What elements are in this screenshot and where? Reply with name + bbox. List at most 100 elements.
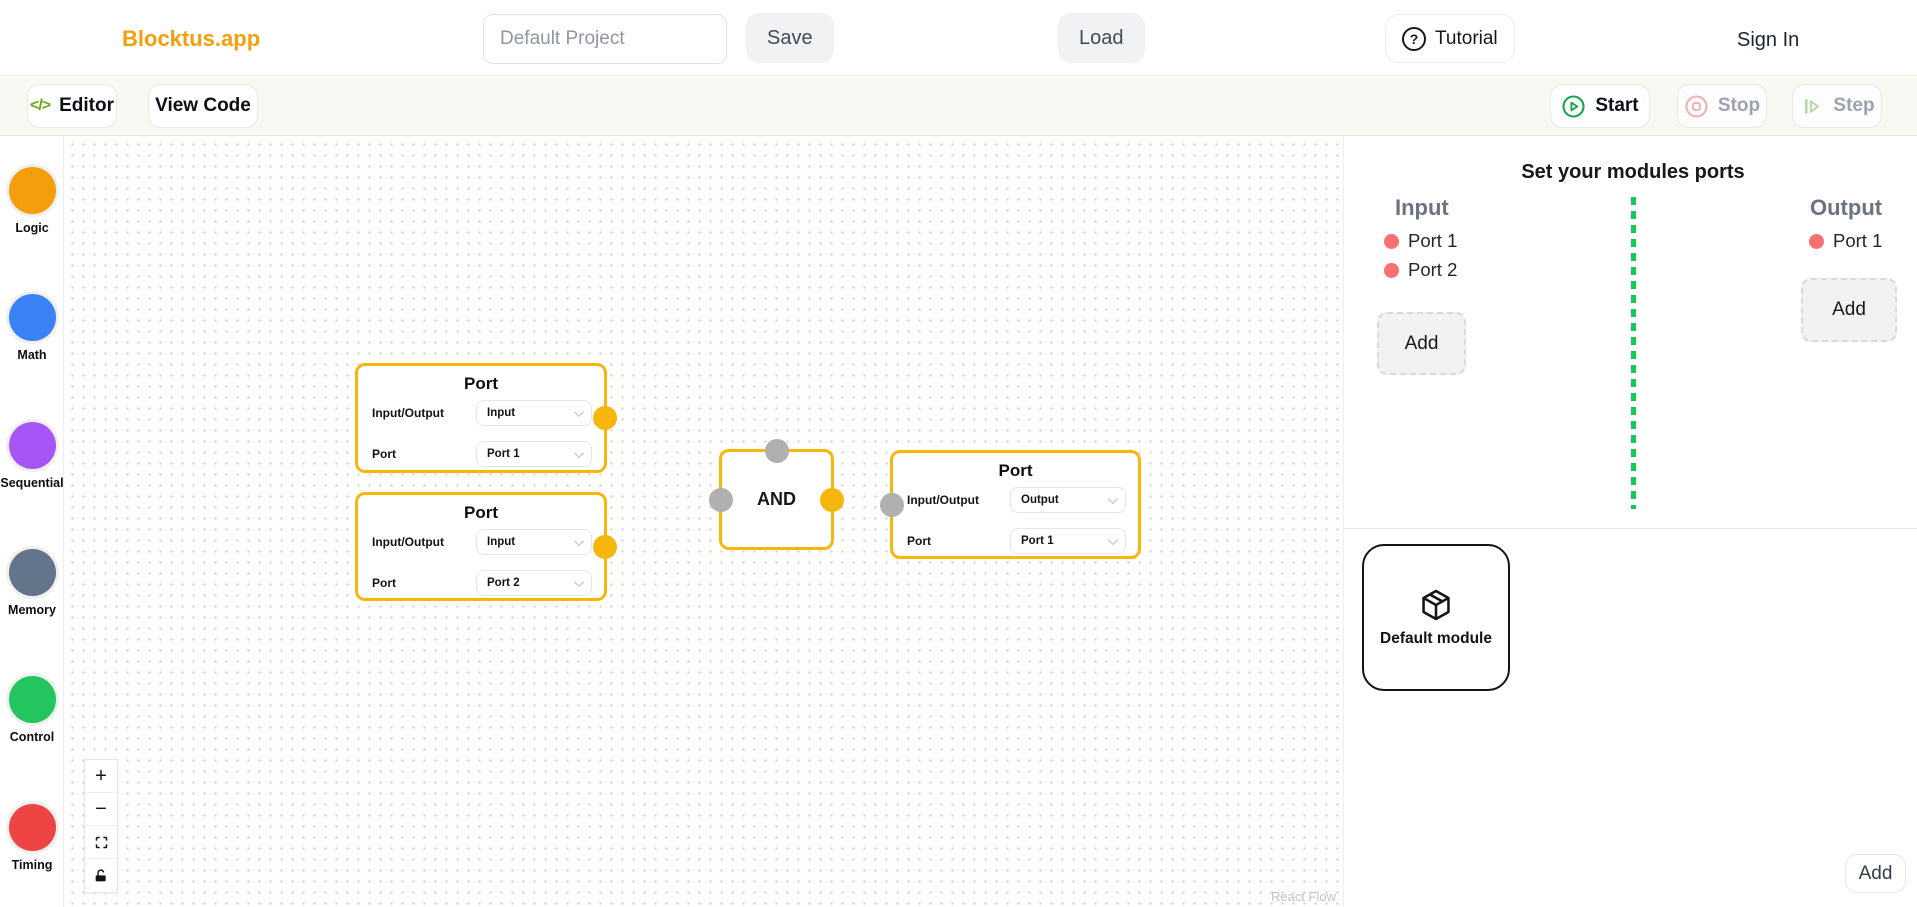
port-dot-icon [1809, 233, 1824, 249]
source-handle[interactable] [593, 406, 617, 430]
io-select[interactable]: Output [1010, 487, 1126, 513]
source-handle[interactable] [593, 534, 617, 559]
port-select[interactable]: Port 1 [476, 441, 592, 467]
app-header: Blocktus.app Save Load ? Tutorial Sign I… [0, 0, 1917, 76]
zoom-in-button[interactable]: + [85, 760, 117, 793]
save-button[interactable]: Save [746, 13, 834, 63]
port-select-value: Port 2 [487, 577, 520, 589]
io-select-value: Output [1021, 494, 1059, 506]
chevron-down-icon [573, 447, 584, 458]
project-name-input[interactable] [483, 14, 727, 64]
io-select-value: Input [487, 536, 516, 548]
minus-icon: − [95, 797, 107, 820]
node-row: Port Port 2 [372, 570, 592, 596]
port-name: Port 2 [1408, 259, 1458, 280]
sidebar-item-timing[interactable]: Timing [0, 804, 64, 872]
input-port-row[interactable]: Port 1 [1384, 230, 1457, 252]
stop-button[interactable]: Stop [1677, 84, 1767, 128]
fit-view-button[interactable] [85, 826, 117, 859]
output-port-row[interactable]: Port 1 [1809, 230, 1882, 252]
panel-divider [1344, 528, 1917, 529]
target-handle[interactable] [880, 492, 904, 517]
port-name: Port 1 [1408, 230, 1458, 251]
fit-view-icon [95, 836, 107, 848]
chevron-down-icon [1107, 534, 1118, 545]
node-row: Port Port 1 [372, 441, 592, 467]
sidebar-item-control[interactable]: Control [0, 676, 64, 744]
add-output-port-button[interactable]: Add [1801, 278, 1897, 342]
port-label: Port [907, 534, 931, 548]
add-module-button[interactable]: Add [1845, 854, 1906, 893]
view-code-button[interactable]: View Code [148, 84, 258, 128]
tutorial-button[interactable]: ? Tutorial [1385, 14, 1515, 63]
source-handle[interactable] [820, 487, 844, 512]
sidebar-item-sequential[interactable]: Sequential [0, 422, 64, 490]
io-select[interactable]: Input [476, 529, 592, 555]
port-dot-icon [1384, 233, 1399, 249]
sequential-block-icon [8, 422, 56, 469]
editor-toolbar: </> Editor View Code Start Stop St [0, 77, 1917, 136]
sidebar-item-label: Math [17, 348, 47, 362]
node-title: Port [464, 503, 498, 522]
sidebar-item-memory[interactable]: Memory [0, 549, 64, 617]
tutorial-label: Tutorial [1435, 27, 1498, 49]
editor-tab[interactable]: </> Editor [27, 84, 117, 128]
node-row: Port Port 1 [907, 528, 1126, 554]
node-row: Input/Output Output [907, 487, 1126, 513]
target-handle-left[interactable] [709, 487, 733, 512]
sidebar-item-label: Logic [15, 221, 49, 235]
canvas-controls: + − [84, 759, 118, 893]
io-select[interactable]: Input [476, 400, 592, 426]
sign-in-link[interactable]: Sign In [1737, 29, 1800, 51]
step-button[interactable]: Step [1792, 84, 1882, 128]
port-select[interactable]: Port 2 [476, 570, 592, 596]
package-cube-icon [1422, 589, 1450, 621]
help-circle-icon: ? [1402, 26, 1426, 51]
play-circle-icon [1562, 94, 1585, 118]
chevron-down-icon [573, 576, 584, 587]
plus-icon: + [95, 764, 107, 787]
port-select[interactable]: Port 1 [1010, 528, 1126, 554]
node-port-input-1[interactable]: Port Input/Output Input Port Port 1 [355, 363, 617, 473]
stop-circle-icon [1685, 94, 1708, 118]
math-block-icon [8, 294, 56, 341]
default-module-card[interactable]: Default module [1362, 544, 1510, 691]
lock-toggle-button[interactable] [85, 859, 117, 892]
zoom-out-button[interactable]: − [85, 793, 117, 826]
port-name: Port 1 [1833, 230, 1883, 251]
port-label: Port [372, 447, 396, 461]
sidebar-item-label: Control [9, 730, 55, 744]
editor-label: Editor [59, 95, 115, 116]
react-flow-attribution: React Flow [1270, 889, 1336, 904]
node-port-output-1[interactable]: Port Input/Output Output Port Port 1 [880, 450, 1141, 559]
start-label: Start [1595, 95, 1639, 116]
add-input-port-button[interactable]: Add [1377, 312, 1466, 375]
input-port-row[interactable]: Port 2 [1384, 259, 1457, 281]
port-select-value: Port 1 [487, 448, 520, 460]
port-select-value: Port 1 [1021, 535, 1054, 547]
app-logo: Blocktus.app [122, 26, 261, 51]
node-and-gate[interactable]: AND [709, 439, 844, 550]
block-palette-sidebar: Logic Math Sequential Memory Control Tim… [0, 136, 64, 907]
target-handle-top[interactable] [764, 439, 789, 463]
step-forward-icon [1805, 98, 1820, 114]
code-icon: </> [29, 97, 51, 114]
sidebar-item-label: Memory [8, 603, 56, 617]
module-ports-panel: Set your modules ports Input Port 1 Port… [1343, 136, 1917, 907]
io-label: Input/Output [372, 406, 444, 420]
sidebar-item-label: Sequential [0, 476, 64, 490]
chevron-down-icon [573, 406, 584, 417]
sidebar-item-math[interactable]: Math [0, 294, 64, 362]
node-title: AND [757, 489, 796, 509]
port-dot-icon [1384, 262, 1399, 278]
sidebar-item-label: Timing [11, 858, 53, 872]
node-title: Port [464, 374, 498, 393]
node-port-input-2[interactable]: Port Input/Output Input Port Port 2 [355, 492, 617, 601]
node-title: Port [998, 461, 1033, 480]
flow-canvas[interactable]: Port Input/Output Input Port Port 1 Port [64, 136, 1343, 907]
node-row: Input/Output Input [372, 400, 592, 426]
load-button[interactable]: Load [1058, 13, 1145, 63]
sidebar-item-logic[interactable]: Logic [0, 167, 64, 235]
start-button[interactable]: Start [1550, 84, 1650, 128]
